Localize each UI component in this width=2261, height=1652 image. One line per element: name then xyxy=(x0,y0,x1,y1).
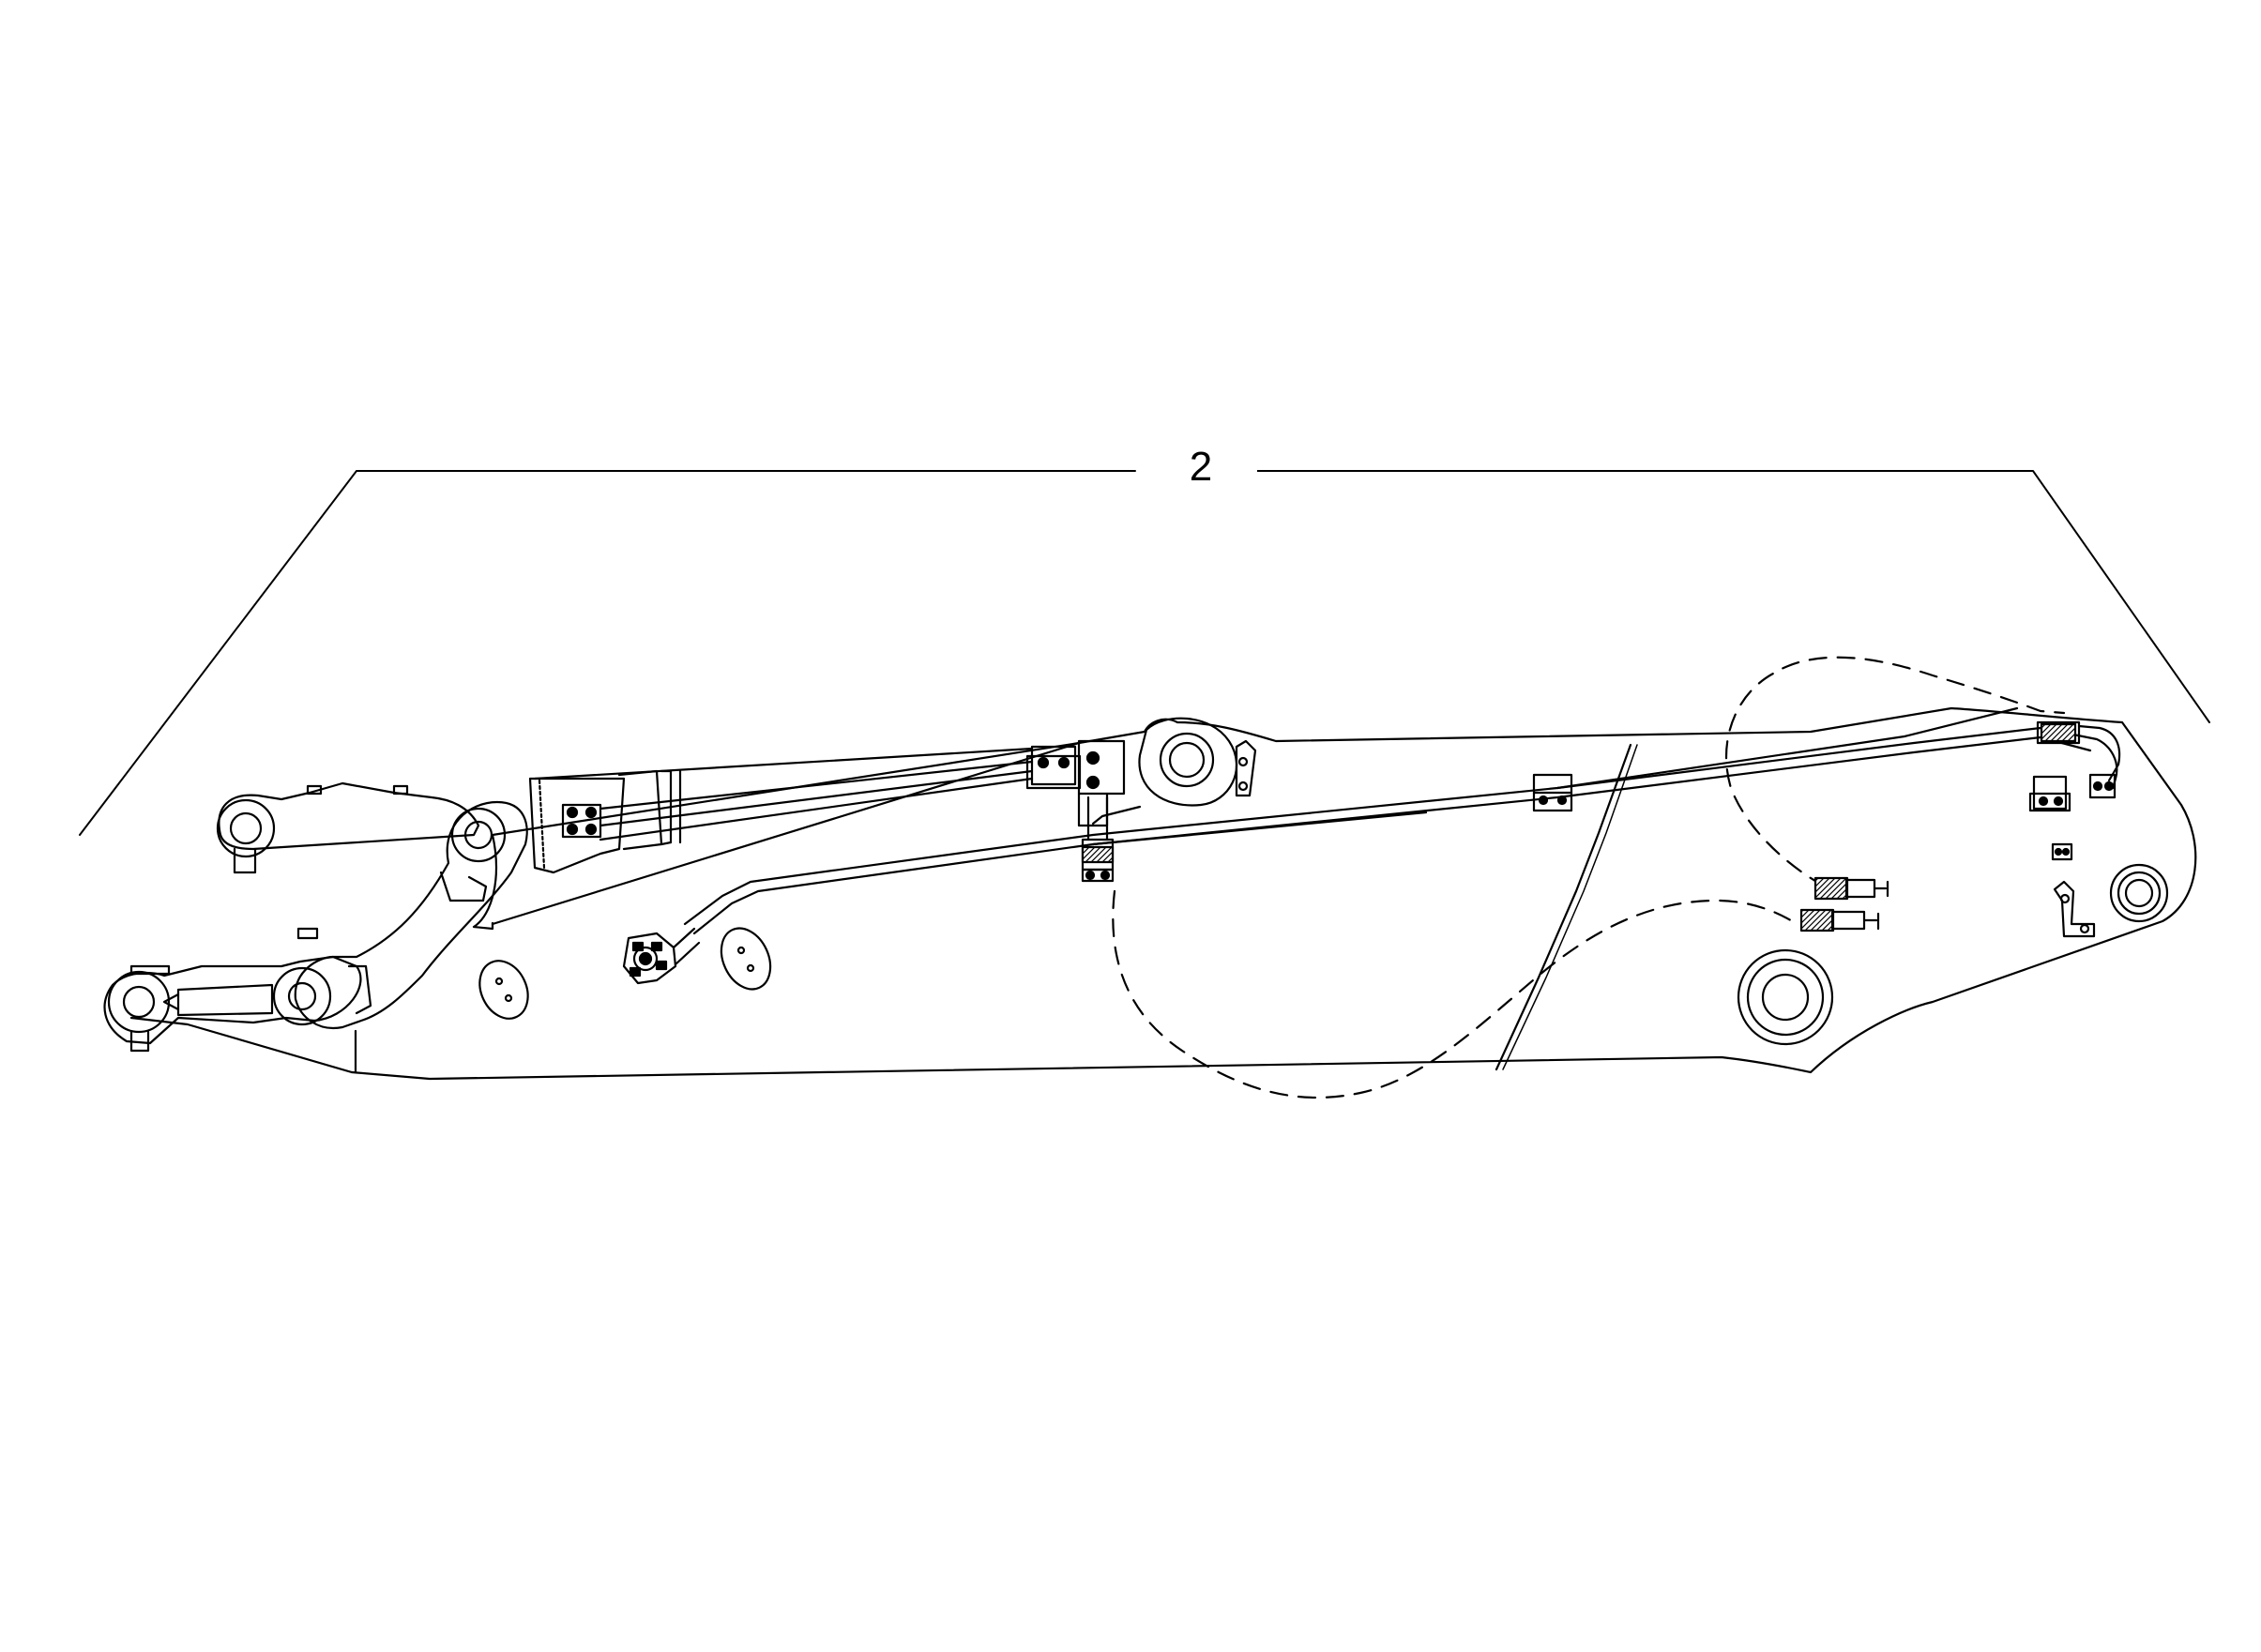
bucket-link-lower xyxy=(103,927,362,1053)
dashed-detail-region-right xyxy=(1724,656,2066,888)
bucket-link-upper xyxy=(216,781,480,874)
hose-fitting-vertical xyxy=(1081,796,1115,883)
arm-cylinder-pin-boss xyxy=(2109,863,2169,923)
arm-body xyxy=(350,706,2197,1081)
cover-plate-centre xyxy=(720,927,772,991)
upper-pin-boss xyxy=(1138,717,1257,807)
hose-fitting-upper-right xyxy=(2036,720,2121,799)
boom-pin-boss xyxy=(1737,948,1834,1046)
dashed-detail-region-left xyxy=(1112,889,1798,1099)
hose-fitting-mid-right xyxy=(2028,775,2071,812)
hose-end-lower xyxy=(1799,908,1880,932)
arm-upper-frame xyxy=(491,741,1081,926)
bucket-lever-link xyxy=(272,800,528,1030)
pipe-clamp-mid xyxy=(1532,773,1573,812)
small-bracket-right xyxy=(2051,842,2096,938)
bucket-cylinder xyxy=(528,747,1034,874)
hydraulic-pipe-lines xyxy=(683,706,2118,935)
section-break-line xyxy=(1495,743,1632,1071)
valve-block xyxy=(622,927,701,985)
cylinder-rod-clamp xyxy=(1025,739,1126,827)
arm-lower-edge xyxy=(129,1016,354,1074)
callout-number: 2 xyxy=(1145,439,1257,495)
callout-bracket xyxy=(79,470,2210,836)
hose-end-upper xyxy=(1813,876,1889,901)
cover-plate-left xyxy=(478,960,529,1020)
